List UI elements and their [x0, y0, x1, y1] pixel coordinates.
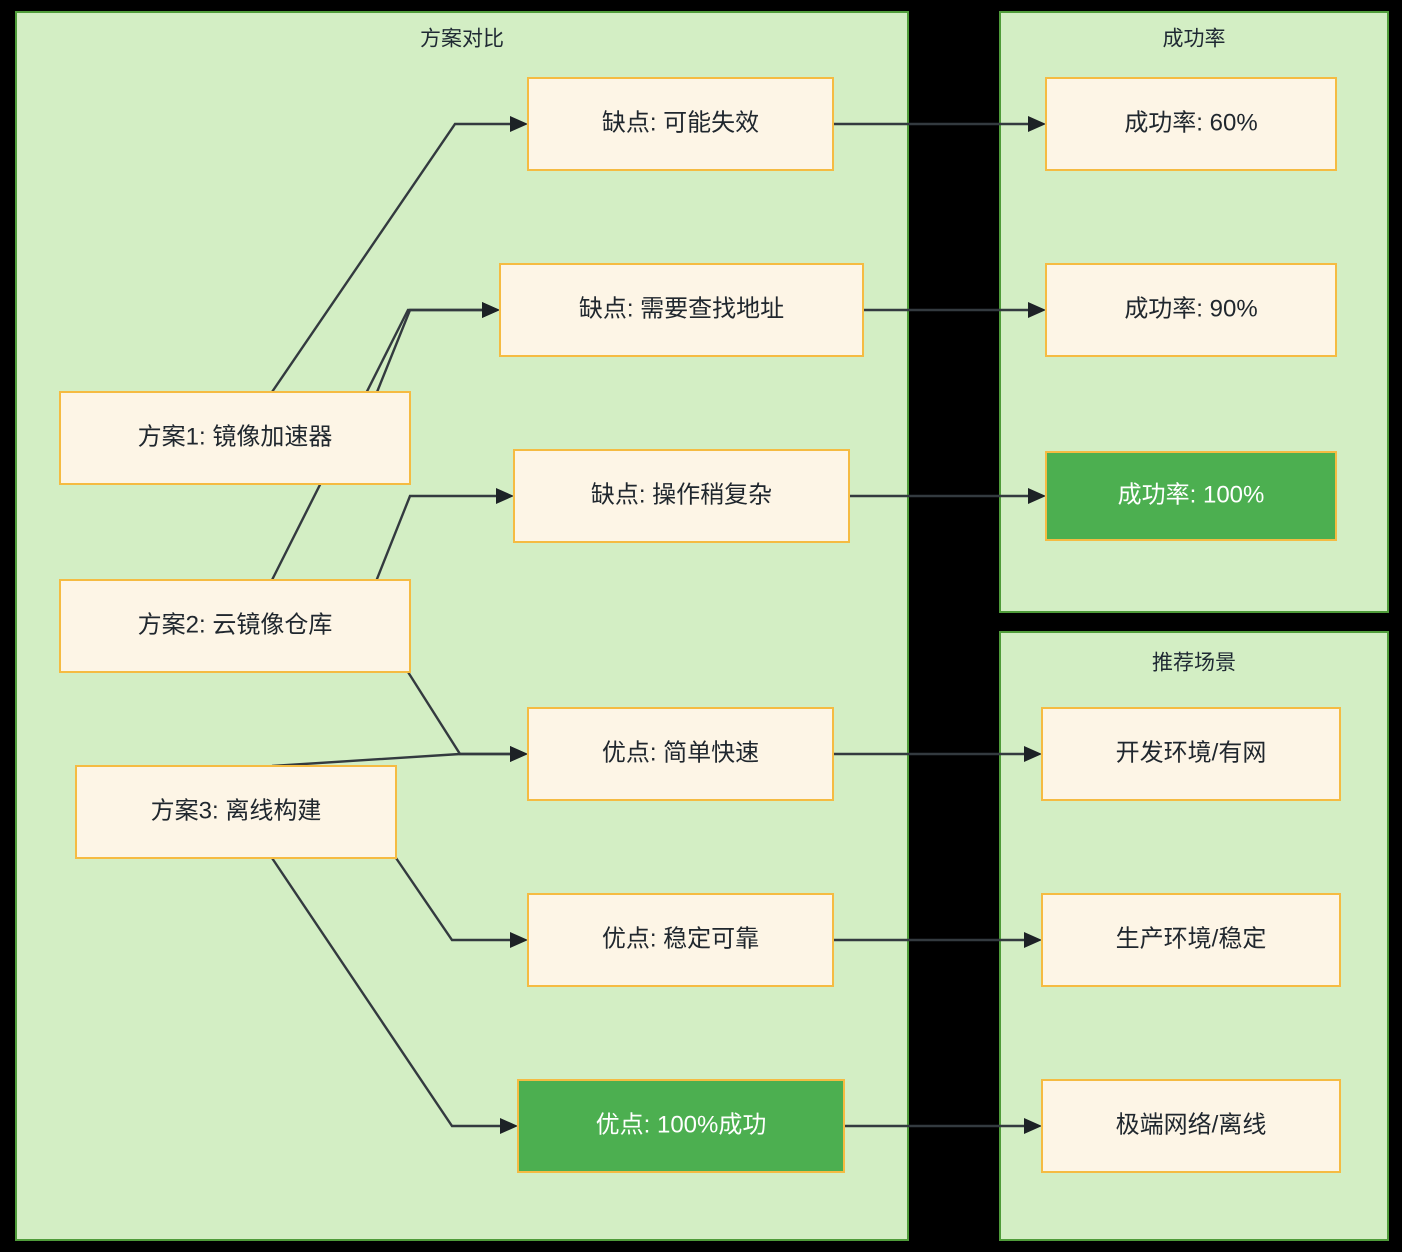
node-box[interactable]: [513, 449, 850, 543]
node-rate60[interactable]: 成功率: 60%: [1045, 77, 1337, 171]
edge-con2-rate90: [863, 302, 1046, 318]
node-con1[interactable]: 缺点: 可能失效: [527, 77, 834, 171]
node-label: 极端网络/离线: [1116, 1111, 1267, 1138]
edge-line: [395, 857, 520, 942]
node-scene-prod[interactable]: 生产环境/稳定: [1041, 893, 1341, 987]
edge-pro1-dev: [833, 746, 1042, 762]
edge-arrowhead: [496, 488, 514, 504]
node-box[interactable]: [75, 765, 397, 859]
node-pro2[interactable]: 优点: 稳定可靠: [527, 893, 834, 987]
edge-pro2-prod: [833, 932, 1042, 948]
node-pro3[interactable]: 优点: 100%成功: [517, 1079, 845, 1173]
node-label: 优点: 稳定可靠: [602, 925, 759, 952]
node-scene-dev[interactable]: 开发环境/有网: [1041, 707, 1341, 801]
node-box[interactable]: [1041, 707, 1341, 801]
edge-plan2-con2: [270, 302, 500, 581]
edge-arrowhead: [1024, 932, 1042, 948]
node-plan3[interactable]: 方案3: 离线构建: [75, 765, 397, 859]
node-box[interactable]: [1041, 893, 1341, 987]
node-label: 生产环境/稳定: [1116, 925, 1267, 952]
node-label: 方案1: 镜像加速器: [138, 423, 333, 450]
node-plan2[interactable]: 方案2: 云镜像仓库: [59, 579, 411, 673]
edge-arrowhead: [1024, 746, 1042, 762]
node-label: 成功率: 90%: [1124, 295, 1257, 322]
edge-arrowhead: [1028, 116, 1046, 132]
node-box[interactable]: [59, 579, 411, 673]
edge-arrowhead: [482, 302, 500, 318]
edge-arrowhead: [1024, 1118, 1042, 1134]
node-box[interactable]: [1041, 1079, 1341, 1173]
node-label: 方案2: 云镜像仓库: [138, 611, 333, 638]
edge-line: [271, 752, 520, 768]
edge-pro3-offline: [844, 1118, 1042, 1134]
node-box[interactable]: [527, 77, 834, 171]
node-rate100[interactable]: 成功率: 100%: [1045, 451, 1337, 541]
node-con2[interactable]: 缺点: 需要查找地址: [499, 263, 864, 357]
node-rate90[interactable]: 成功率: 90%: [1045, 263, 1337, 357]
edge-con3-rate100: [849, 488, 1046, 504]
node-label: 缺点: 需要查找地址: [579, 295, 784, 322]
node-box[interactable]: [527, 707, 834, 801]
edge-plan3-pro3: [271, 857, 518, 1134]
node-box[interactable]: [1045, 451, 1337, 541]
edge-line: [270, 308, 492, 581]
node-label: 成功率: 60%: [1124, 109, 1257, 136]
cluster-title: 方案对比: [420, 28, 504, 51]
node-box[interactable]: [499, 263, 864, 357]
edge-line: [271, 857, 510, 1128]
node-box[interactable]: [1045, 263, 1337, 357]
node-label: 优点: 100%成功: [596, 1111, 767, 1138]
edge-arrowhead: [1028, 488, 1046, 504]
node-label: 缺点: 操作稍复杂: [591, 481, 772, 508]
edge-layer: [270, 116, 1046, 1134]
edge-arrowhead: [1028, 302, 1046, 318]
edge-arrowhead: [510, 932, 528, 948]
node-plan1[interactable]: 方案1: 镜像加速器: [59, 391, 411, 485]
edge-arrowhead: [510, 746, 528, 762]
cluster-title: 成功率: [1163, 28, 1226, 51]
node-box[interactable]: [59, 391, 411, 485]
node-label: 优点: 简单快速: [602, 739, 759, 766]
edge-arrowhead: [500, 1118, 518, 1134]
edge-con1-rate60: [833, 116, 1046, 132]
node-box[interactable]: [527, 893, 834, 987]
node-label: 方案3: 离线构建: [151, 797, 322, 824]
edge-line: [271, 122, 520, 393]
node-con3[interactable]: 缺点: 操作稍复杂: [513, 449, 850, 543]
node-scene-offline[interactable]: 极端网络/离线: [1041, 1079, 1341, 1173]
edge-plan3-pro1: [271, 746, 528, 768]
node-label: 开发环境/有网: [1116, 739, 1267, 766]
edge-plan3-pro2: [395, 857, 528, 948]
cluster-title: 推荐场景: [1152, 652, 1236, 675]
node-label: 缺点: 可能失效: [602, 109, 759, 136]
node-box[interactable]: [517, 1079, 845, 1173]
node-label: 成功率: 100%: [1118, 481, 1265, 508]
node-box[interactable]: [1045, 77, 1337, 171]
edge-arrowhead: [510, 116, 528, 132]
edge-plan1-con1: [271, 116, 528, 393]
node-pro1[interactable]: 优点: 简单快速: [527, 707, 834, 801]
